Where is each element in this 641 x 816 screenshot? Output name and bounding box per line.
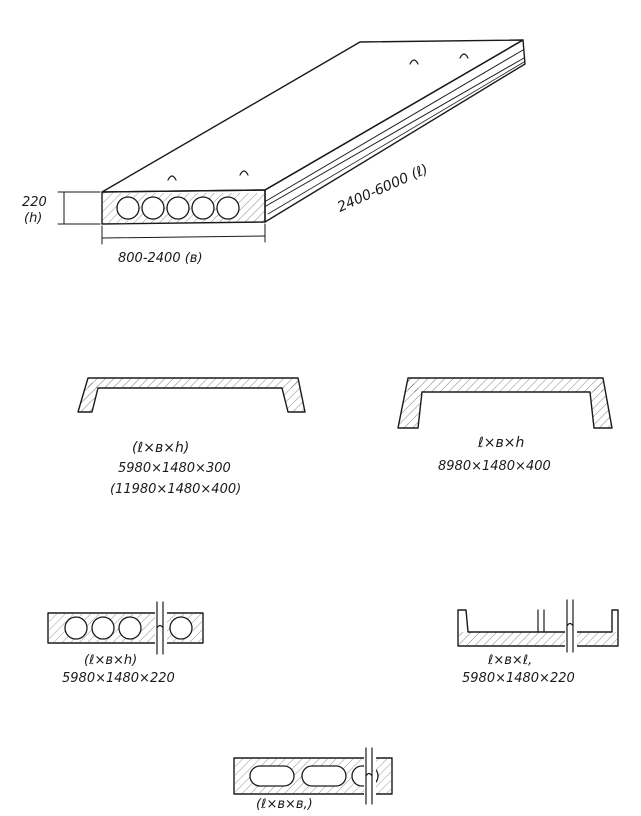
ribbed-right-dimensions: 8980×1480×400 — [438, 459, 551, 474]
round-hollow-dimensions: 5980×1480×220 — [62, 671, 175, 686]
ribbed-panel-right-section — [397, 377, 613, 429]
channel-panel-dimensions: 5980×1480×220 — [462, 671, 575, 686]
ribbed-left-dimensions: 5980×1480×300 — [118, 461, 231, 476]
oval-hollow-slab-section — [233, 746, 393, 806]
channel-panel-section — [457, 598, 619, 654]
width-dimension-label: 800-2400 (в) — [118, 251, 203, 266]
ribbed-panel-left-section — [77, 377, 306, 413]
round-hollow-slab-section — [47, 600, 204, 656]
height-value: 220 — [22, 195, 47, 210]
round-hollow-formula: (ℓ×в×h) — [84, 653, 137, 668]
ribbed-left-formula: (ℓ×в×h) — [132, 440, 189, 456]
length-dimension-label: 2400-6000 (ℓ) — [335, 161, 431, 215]
oval-hollow-formula: (ℓ×в×в,) — [256, 797, 313, 812]
ribbed-left-dimensions-alt: (11980×1480×400) — [110, 482, 241, 497]
channel-panel-formula: ℓ×в×ℓ, — [487, 653, 532, 668]
hollow-core-slab-isometric — [57, 39, 526, 245]
ribbed-right-formula: ℓ×в×h — [477, 435, 524, 451]
height-symbol: (h) — [24, 211, 42, 226]
